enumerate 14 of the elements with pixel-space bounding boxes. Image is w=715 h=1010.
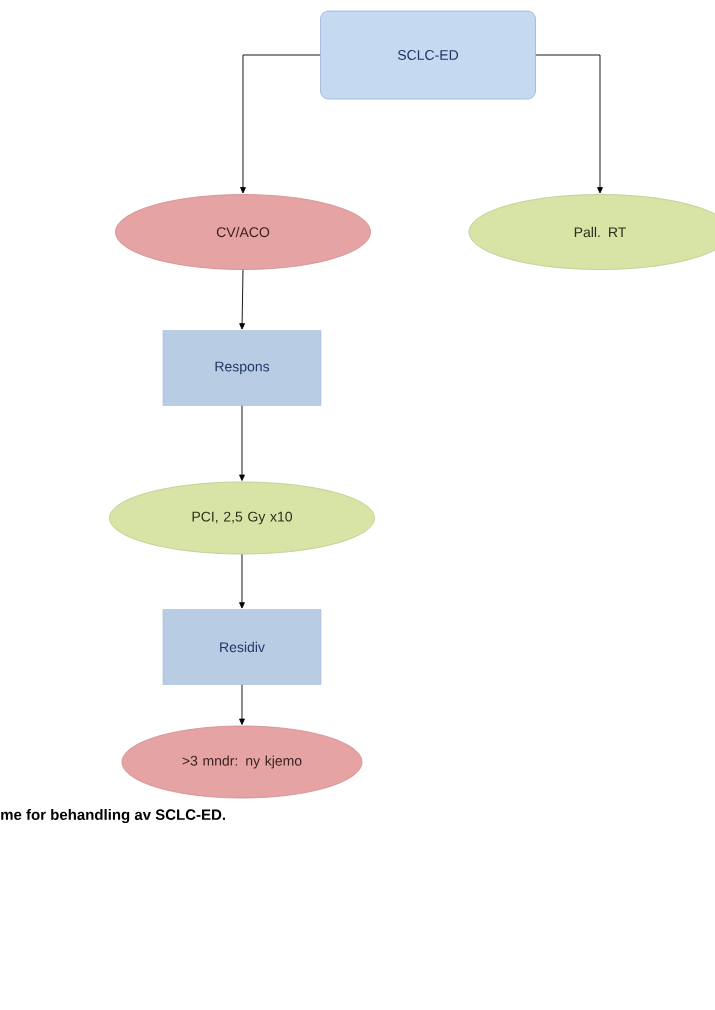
process-box: Respons bbox=[162, 330, 322, 406]
arrow bbox=[239, 269, 245, 330]
ellipse-node: PCI, 2,5 Gy x10 bbox=[109, 481, 375, 555]
process-box: SCLC-ED bbox=[320, 10, 536, 100]
arrow bbox=[239, 553, 245, 609]
caption: me for behandling av SCLC-ED. bbox=[1, 809, 225, 824]
process-box: Residiv bbox=[162, 609, 322, 685]
ellipse-node: >3 mndr: ny kjemo bbox=[121, 725, 363, 799]
arrow bbox=[240, 54, 321, 194]
ellipse-node: CV/ACO bbox=[115, 194, 371, 270]
arrow bbox=[535, 54, 603, 194]
arrow bbox=[239, 684, 245, 725]
arrow bbox=[239, 405, 245, 481]
ellipse-node: Pall. RT bbox=[468, 194, 715, 270]
